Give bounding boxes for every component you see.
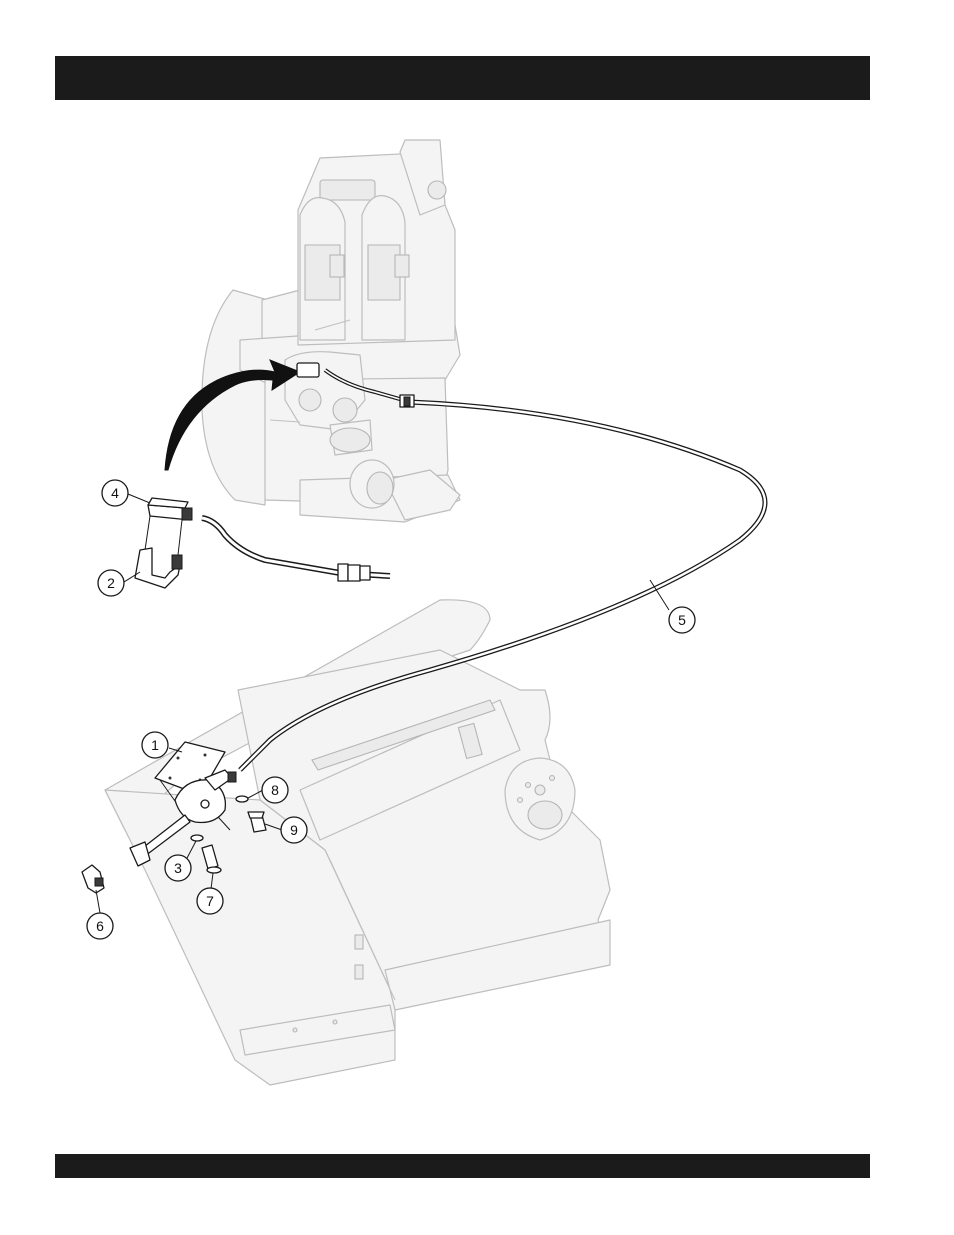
callout-label: 9 bbox=[290, 822, 298, 838]
callout-label: 8 bbox=[271, 782, 279, 798]
callout-label: 3 bbox=[174, 860, 182, 876]
callout-9: 9 bbox=[281, 817, 307, 843]
footer-bar bbox=[55, 1154, 870, 1178]
callout-label: 7 bbox=[206, 893, 214, 909]
callout-2: 2 bbox=[98, 570, 124, 596]
item-4-clamp bbox=[145, 498, 192, 555]
callout-label: 4 bbox=[111, 485, 119, 501]
frame-ghost bbox=[105, 600, 610, 1085]
cable-end-detail bbox=[202, 518, 390, 581]
callout-8: 8 bbox=[262, 777, 288, 803]
callout-3: 3 bbox=[165, 855, 191, 881]
item-3-washer bbox=[191, 835, 203, 841]
engine-ghost bbox=[202, 140, 460, 522]
item-2-bracket bbox=[135, 548, 182, 588]
callout-4: 4 bbox=[102, 480, 128, 506]
item-6-knob bbox=[82, 865, 104, 893]
callout-1: 1 bbox=[142, 732, 168, 758]
callout-label: 5 bbox=[678, 612, 686, 628]
callout-label: 1 bbox=[151, 737, 159, 753]
callout-label: 6 bbox=[96, 918, 104, 934]
callout-label: 2 bbox=[107, 575, 115, 591]
callout-7: 7 bbox=[197, 888, 223, 914]
callout-6: 6 bbox=[87, 913, 113, 939]
callout-5: 5 bbox=[669, 607, 695, 633]
item-8-washer bbox=[236, 796, 248, 802]
